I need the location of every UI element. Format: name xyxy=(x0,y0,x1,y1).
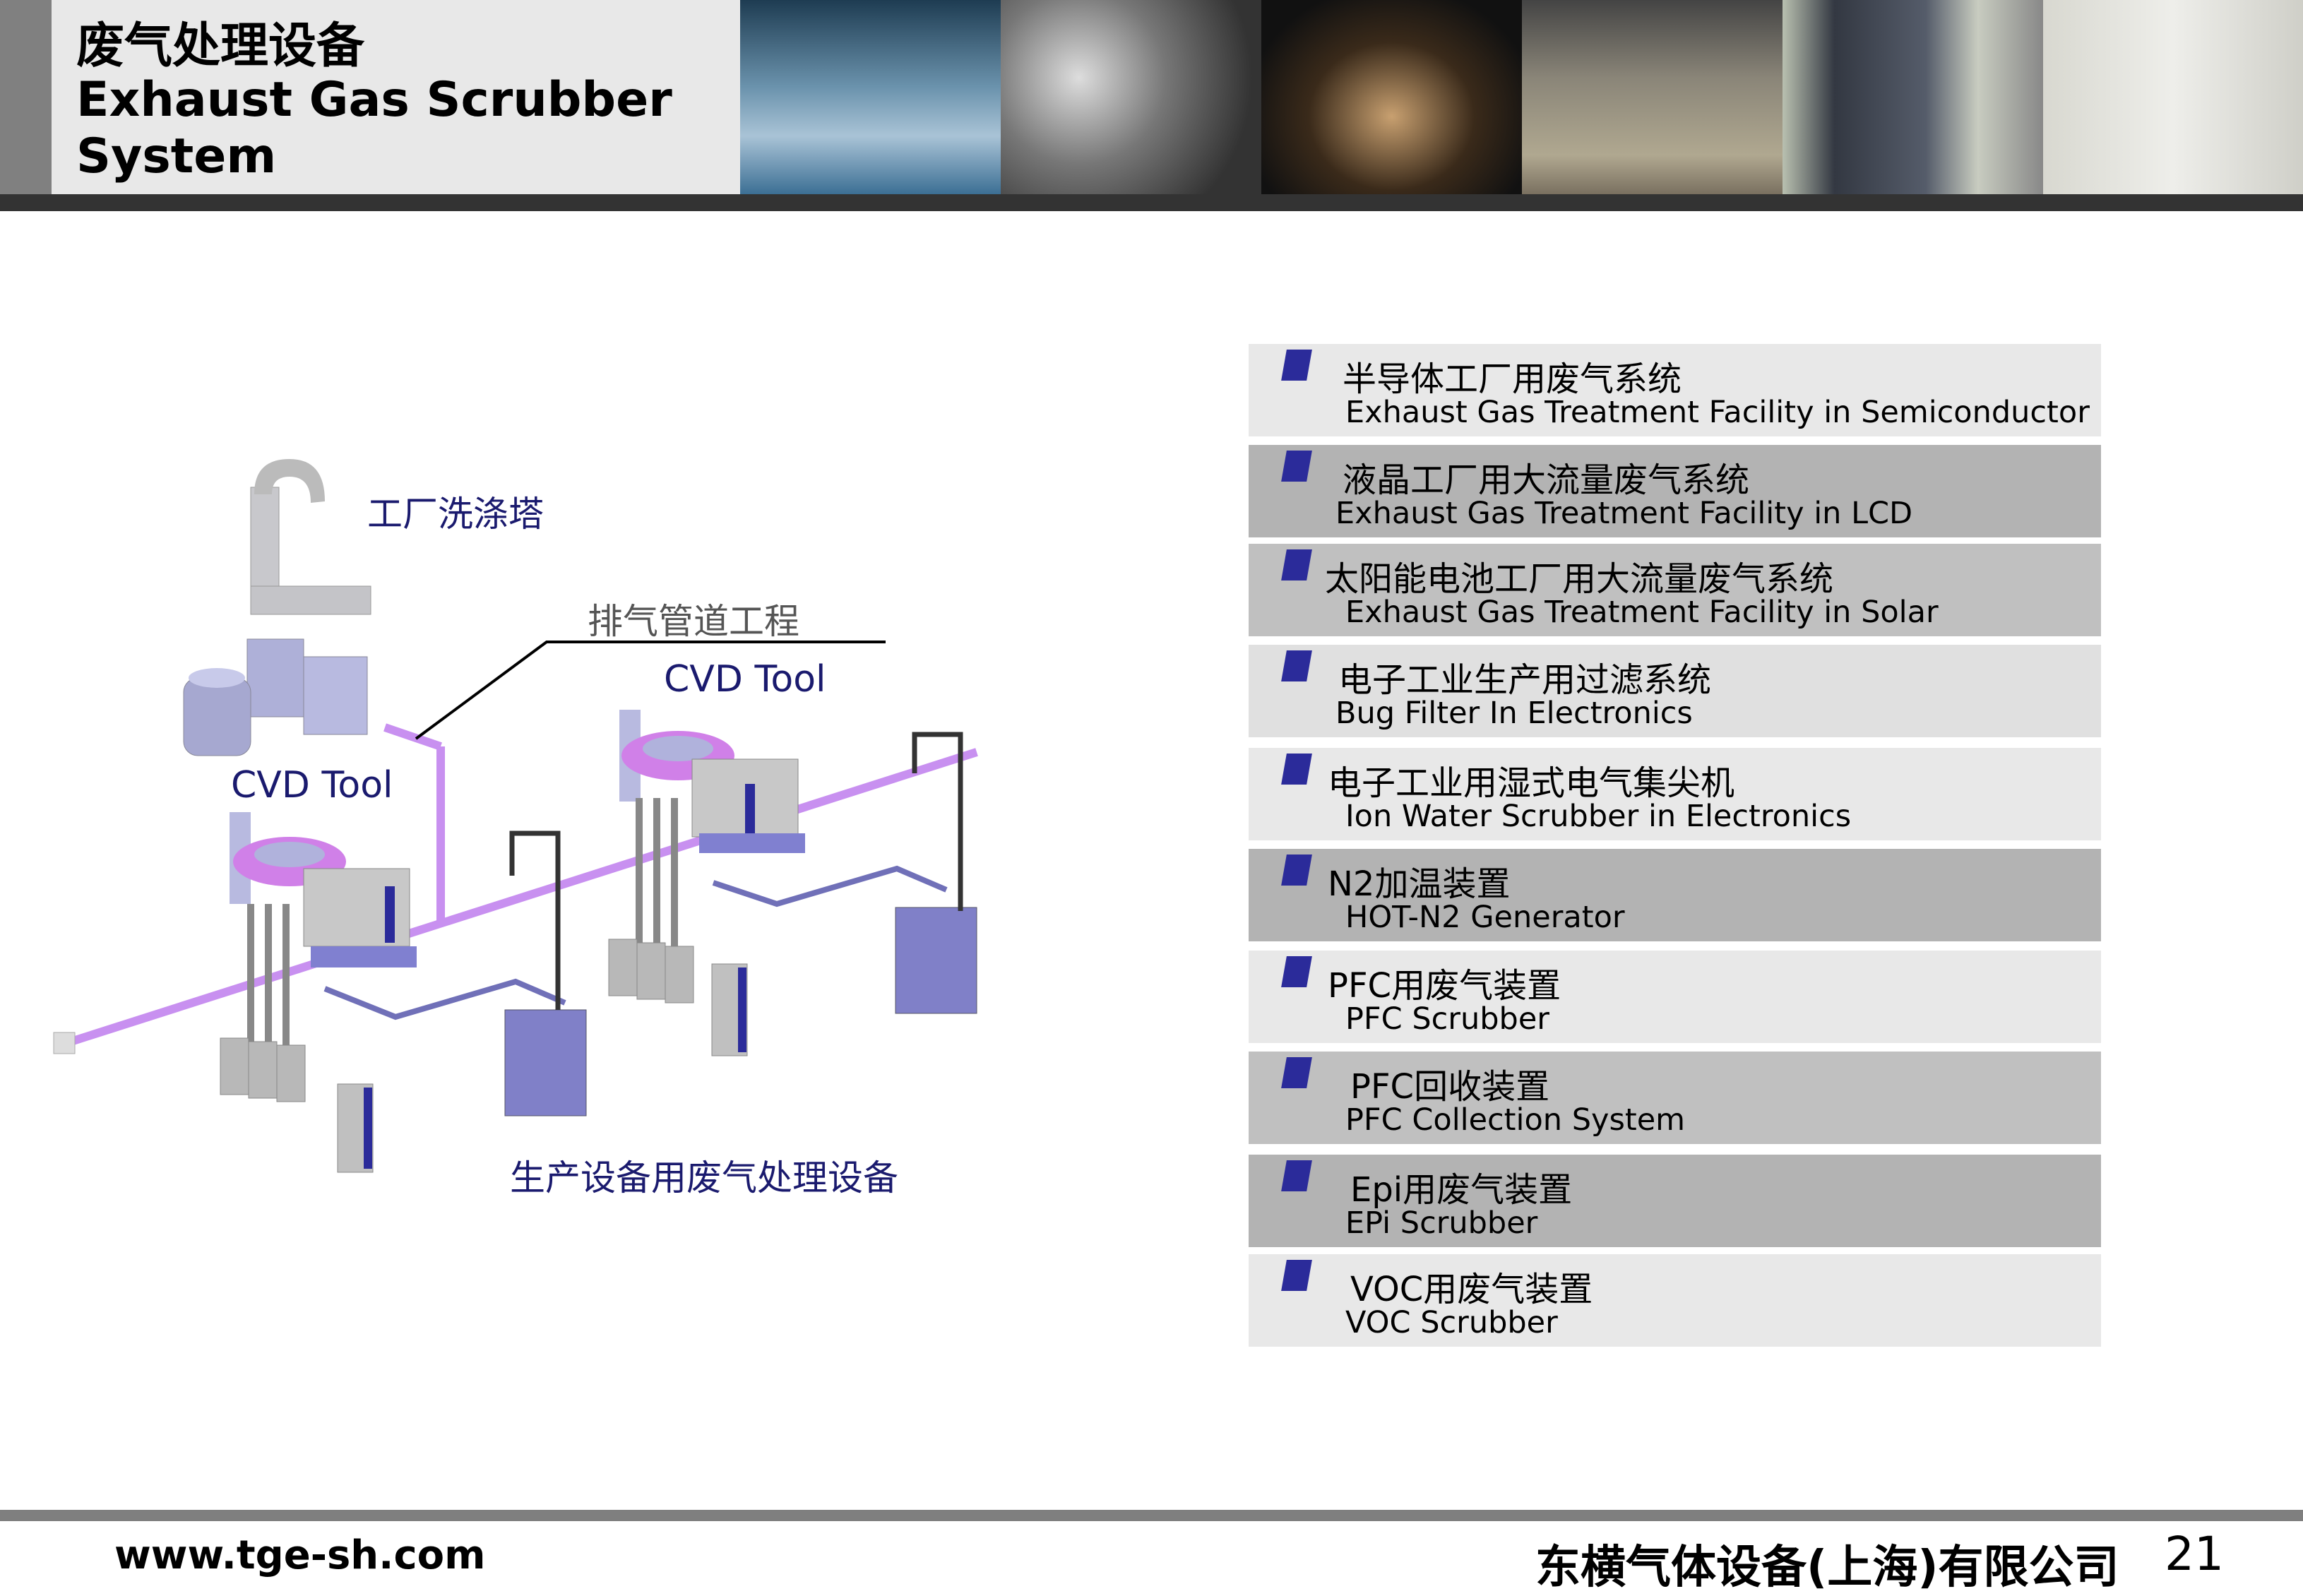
label-pou-scrubber: 生产设备用废气处理设备 xyxy=(510,1157,898,1198)
exhaust-system-diagram xyxy=(53,459,978,1173)
header-divider xyxy=(0,194,2303,211)
label-cvd-tool-right: CVD Tool xyxy=(664,658,826,701)
item-en: Ion Water Scrubber in Electronics xyxy=(1345,799,1852,834)
item-en: Exhaust Gas Treatment Facility in Solar xyxy=(1345,595,1939,630)
leader-line xyxy=(415,641,886,740)
item-cn: PFC用废气装置 xyxy=(1328,966,1561,1006)
title-en-line2: System xyxy=(76,129,277,184)
photo-pipe-rack xyxy=(1522,0,1783,194)
item-en: Bug Filter In Electronics xyxy=(1335,696,1693,731)
item-cn: 液晶工厂用大流量废气系统 xyxy=(1343,460,1750,500)
item-en: EPi Scrubber xyxy=(1345,1205,1538,1241)
header-title-panel xyxy=(52,0,740,194)
item-cn: 电子工业用湿式电气集尖机 xyxy=(1328,763,1735,803)
footer-website[interactable]: www.tge-sh.com xyxy=(114,1532,486,1578)
item-cn: VOC用废气装置 xyxy=(1350,1270,1593,1309)
bullet-marker-icon xyxy=(1281,1260,1312,1291)
item-en: VOC Scrubber xyxy=(1345,1305,1558,1340)
label-exhaust-ducting: 排气管道工程 xyxy=(588,601,799,642)
photo-gas-cylinders xyxy=(1001,0,1261,194)
bullet-marker-icon xyxy=(1281,549,1312,580)
photo-electrical-panels xyxy=(2043,0,2303,194)
page-number: 21 xyxy=(2165,1527,2224,1581)
item-en: Exhaust Gas Treatment Facility in LCD xyxy=(1335,496,1913,531)
footer-divider xyxy=(0,1510,2303,1521)
footer-company: 东横气体设备(上海)有限公司 xyxy=(1535,1542,2119,1594)
photo-cleanroom xyxy=(740,0,1001,194)
cvd-tool-left xyxy=(220,812,587,1173)
bullet-marker-icon xyxy=(1281,451,1312,482)
item-cn: PFC回收装置 xyxy=(1350,1067,1550,1107)
bullet-marker-icon xyxy=(1281,1057,1312,1088)
photo-control-cabinets xyxy=(1783,0,2043,194)
bullet-marker-icon xyxy=(1281,754,1312,785)
bullet-marker-icon xyxy=(1281,1160,1312,1191)
photo-pipes xyxy=(1261,0,1522,194)
bullet-marker-icon xyxy=(1281,854,1312,886)
item-en: HOT-N2 Generator xyxy=(1345,900,1625,935)
label-factory-scrubber: 工厂洗涤塔 xyxy=(367,494,544,535)
item-en: PFC Scrubber xyxy=(1345,1001,1549,1037)
item-cn: Epi用废气装置 xyxy=(1350,1170,1573,1210)
header-accent-strip xyxy=(0,0,52,194)
item-cn: 半导体工厂用废气系统 xyxy=(1343,359,1682,399)
factory-scrubber-tower xyxy=(183,459,371,756)
label-cvd-tool-left: CVD Tool xyxy=(231,764,393,806)
item-cn: N2加温装置 xyxy=(1328,864,1511,904)
item-cn: 电子工业生产用过滤系统 xyxy=(1338,660,1712,700)
exhaust-pipes xyxy=(65,723,978,1047)
title-en-line1: Exhaust Gas Scrubber xyxy=(76,72,672,128)
item-en: PFC Collection System xyxy=(1345,1102,1686,1138)
title-cn: 废气处理设备 xyxy=(76,18,365,74)
bullet-marker-icon xyxy=(1281,956,1312,987)
item-cn: 太阳能电池工厂用大流量废气系统 xyxy=(1325,559,1834,599)
item-en: Exhaust Gas Treatment Facility in Semico… xyxy=(1345,395,2090,430)
bullet-marker-icon xyxy=(1281,350,1312,381)
bullet-marker-icon xyxy=(1281,650,1312,681)
cvd-tool-right xyxy=(608,710,977,1056)
pipe-end-cap xyxy=(53,1032,76,1054)
